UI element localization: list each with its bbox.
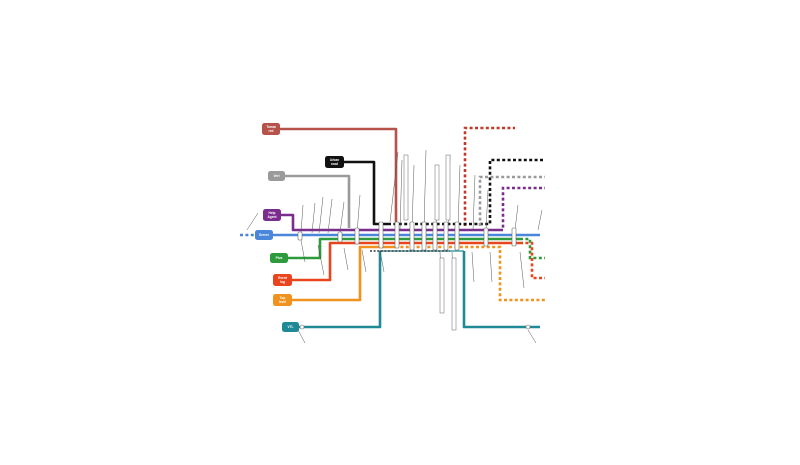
- dotted-route-grey: [478, 175, 545, 226]
- tag-purple[interactable]: Help Agent: [263, 209, 281, 221]
- tag-orange[interactable]: Top level: [273, 294, 292, 306]
- tag-green[interactable]: Plus: [270, 253, 288, 263]
- tag-teal[interactable]: VTL: [282, 322, 299, 332]
- svg-text:Agent: Agent: [267, 215, 277, 219]
- route-orange-red: [291, 241, 520, 282]
- svg-text:Event: Event: [278, 276, 288, 280]
- svg-text:log: log: [280, 280, 285, 284]
- route-grey: [284, 174, 351, 228]
- tag-grey[interactable]: Vert: [268, 171, 285, 181]
- dotted-route-red: [463, 126, 515, 226]
- svg-text:Tomat: Tomat: [266, 125, 276, 129]
- route-orange: [291, 245, 395, 302]
- svg-text:level: level: [279, 300, 286, 304]
- tag-orange-red[interactable]: Event log: [273, 274, 292, 286]
- svg-text:Help: Help: [269, 211, 276, 215]
- route-teal: [298, 251, 540, 329]
- svg-text:Top: Top: [280, 296, 286, 300]
- tag-blue[interactable]: Server: [255, 230, 273, 240]
- route-green: [287, 237, 520, 260]
- tag-black[interactable]: Urban road: [325, 156, 344, 168]
- dotted-route-orange-red: [520, 241, 545, 280]
- svg-text:Plus: Plus: [276, 256, 283, 260]
- svg-text:Server: Server: [259, 233, 270, 237]
- dotted-route-black: [388, 158, 545, 226]
- dotted-route-orange: [395, 245, 545, 302]
- tag-red[interactable]: Tomat red: [262, 123, 280, 135]
- station-label-frames: [403, 154, 457, 331]
- dotted-route-purple: [500, 186, 545, 232]
- svg-text:red: red: [269, 129, 274, 133]
- svg-text:Urban: Urban: [330, 158, 339, 162]
- svg-text:VTL: VTL: [287, 325, 293, 329]
- svg-text:road: road: [331, 162, 338, 166]
- station-nodes: [297, 221, 531, 330]
- route-red: [279, 127, 398, 222]
- svg-text:Vert: Vert: [273, 174, 280, 178]
